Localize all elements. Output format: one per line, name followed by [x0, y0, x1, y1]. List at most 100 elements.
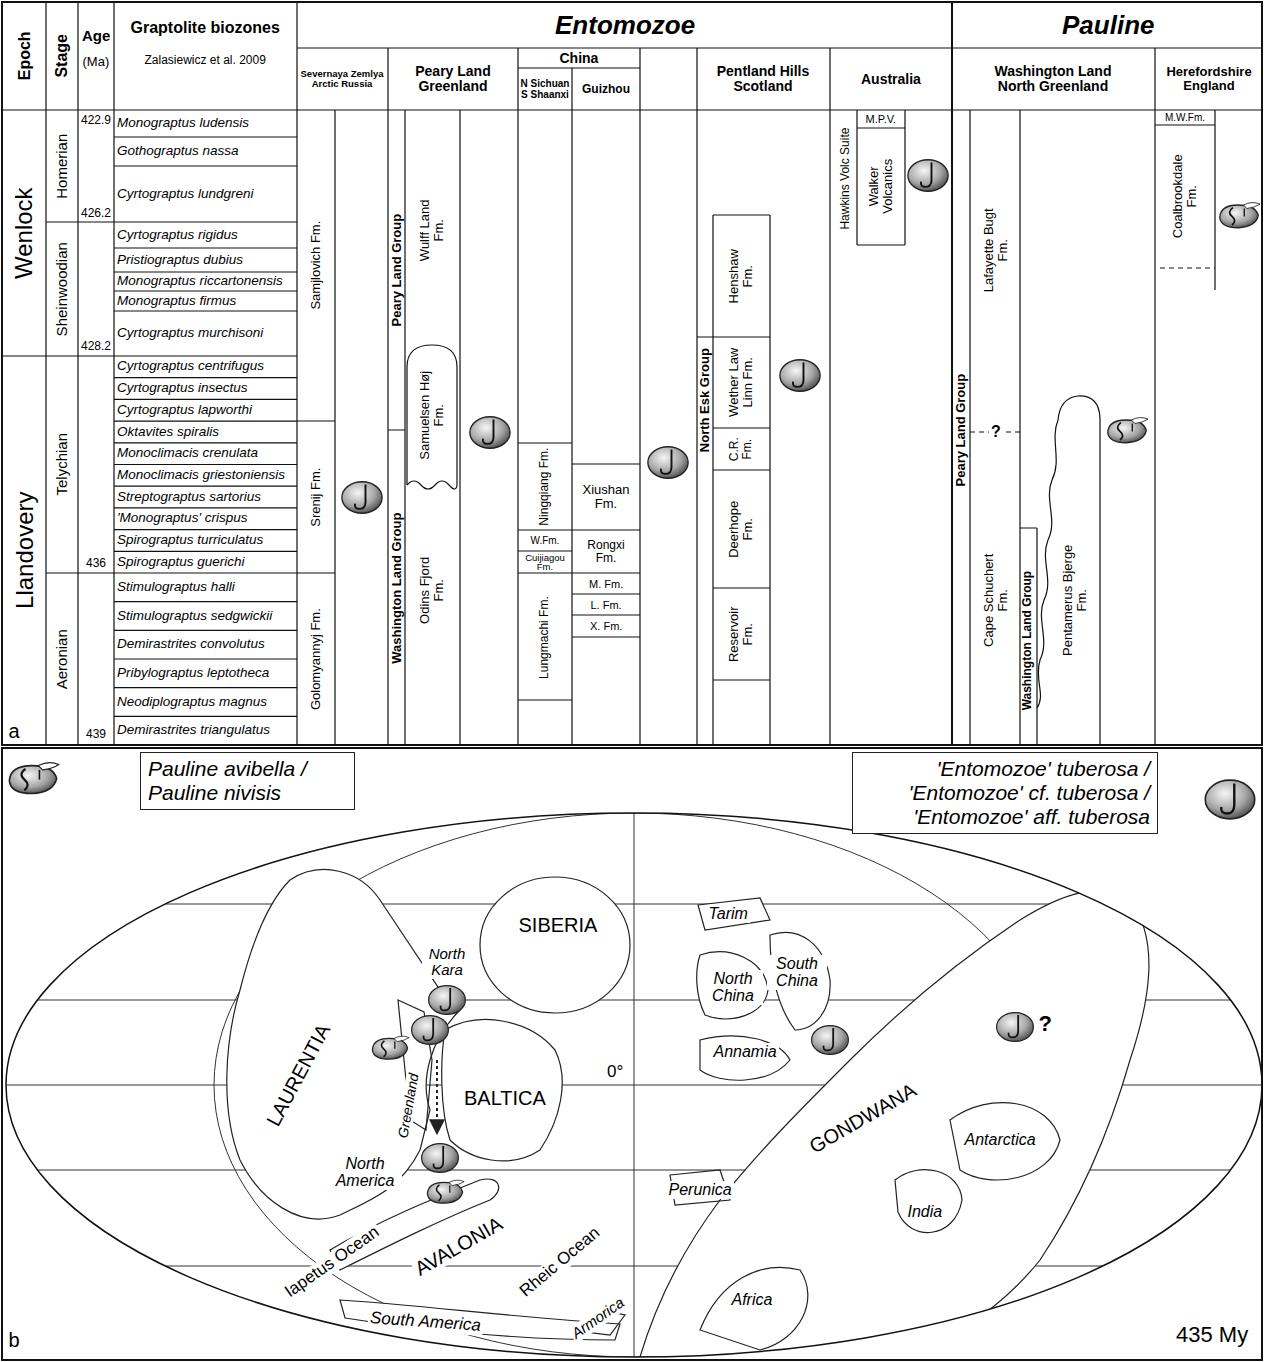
group-name: Washington Land Group [390, 513, 404, 664]
biozone-name: Spirograptus guerichi [117, 555, 245, 570]
formation-name: C.R. Fm. [728, 431, 754, 467]
biozone-name: Pristiograptus dubius [117, 253, 243, 268]
map-label: Greenland [395, 1070, 422, 1141]
column-header: Age [82, 28, 110, 45]
map-label: India [906, 1203, 945, 1221]
species-icons [342, 160, 1260, 514]
formation-name: L. Fm. [591, 599, 622, 611]
map-label: North America [328, 1155, 402, 1190]
biozone-name: Stimulograptus halli [117, 580, 235, 595]
map-label: Tarim [707, 905, 750, 923]
formation-name: Walker Volcanics [867, 148, 896, 223]
map-label: Antarctica [963, 1131, 1038, 1149]
biozone-name: Monograptus firmus [117, 294, 236, 309]
formation-name: Cuijiagou Fm. [519, 553, 571, 572]
biozone-name: Neodiplograptus magnus [117, 695, 267, 710]
locality-name: Peary Land Greenland [393, 64, 513, 95]
biozone-name: 'Monograptus' crispus [117, 511, 247, 526]
age-value: 436 [86, 557, 106, 570]
stage-label: Homerian [54, 133, 71, 198]
map-label: GONDWANA [803, 1078, 921, 1159]
age-value: 439 [86, 728, 106, 741]
region-title: Pauline [1062, 11, 1154, 40]
formation-name: M.P.V. [866, 113, 897, 125]
biozone-name: Monoclimacis griestoniensis [117, 468, 285, 483]
panel-letter: b [9, 1329, 20, 1351]
map-label: Africa [730, 1291, 775, 1309]
formation-name: M. Fm. [589, 578, 623, 590]
biozone-name: Monograptus riccartonensis [117, 274, 283, 289]
map-label: Annamia [712, 1043, 779, 1061]
biozone-name: Stimulograptus sedgwickii [117, 609, 272, 624]
locality-name: N Sichuan S Shaanxi [519, 78, 571, 100]
biozone-name: Cyrtograptus centrifugus [117, 359, 264, 374]
biozone-name: Gothograptus nassa [117, 144, 239, 159]
dispersal-arrow [436, 1060, 438, 1132]
formation-name: Wulff Land Fm. [418, 190, 447, 270]
map-label: Perunica [667, 1181, 734, 1199]
formation-name: M.W.Fm. [1165, 112, 1205, 123]
query-mark: ? [989, 423, 1003, 441]
biozone-name: Cyrtograptus lapworthi [117, 403, 252, 418]
biozone-name: Cyrtograptus rigidus [117, 228, 238, 243]
formation-name: Deerhope Fm. [727, 493, 756, 565]
biozone-name: Demirastrites convolutus [117, 637, 265, 652]
map-label: Rheic Ocean [515, 1222, 605, 1302]
globe-outline [6, 813, 1262, 1357]
biozone-name: Pribylograptus leptotheca [117, 666, 269, 681]
group-name: Peary Land Group [954, 374, 968, 487]
legend-text: 'Entomozoe' tuberosa / 'Entomozoe' cf. t… [909, 757, 1150, 828]
locality-name: Severnaya Zemlya Arctic Russia [298, 69, 387, 90]
age-value: 428.2 [81, 340, 111, 353]
formation-name: Coalbrookdale Fm. [1171, 146, 1200, 246]
panel-letter: a [9, 720, 20, 742]
biozone-name: Cyrtograptus murchisoni [117, 326, 263, 341]
stage-label: Sheinwoodian [54, 242, 71, 336]
biozone-name: Cyrtograptus lundgreni [117, 187, 254, 202]
formation-name: X. Fm. [590, 620, 622, 632]
map-label: SIBERIA [517, 914, 600, 936]
locality-name: Washington Land North Greenland [978, 64, 1128, 95]
age-value: 422.9 [81, 114, 111, 127]
biozone-name: Monoclimacis crenulata [117, 446, 258, 461]
map-label: BALTICA [462, 1087, 548, 1109]
formation-name: Reservoir Fm. [727, 596, 756, 671]
panel-letter: 435 My [1176, 1323, 1248, 1347]
legend-box: Pauline avibella / Pauline nivisis [140, 752, 355, 810]
formation-name: Rongxi Fm. [581, 539, 631, 565]
formation-name: Cape Schuchert Fm. [982, 547, 1011, 652]
formation-name: W.Fm. [531, 535, 560, 546]
table-grid [2, 2, 1262, 745]
stage-label: Telychian [54, 432, 71, 495]
map-label: North Kara [422, 946, 472, 979]
age-value: 426.2 [81, 207, 111, 220]
formation-name: Wether Law Linn Fm. [727, 339, 756, 424]
map-label: AVALONIA [409, 1211, 508, 1281]
query-mark: ? [1039, 1012, 1052, 1036]
map-label: North China [703, 970, 763, 1005]
map-frame [2, 748, 1262, 1360]
formation-name: Odins Fjord Fm. [418, 547, 447, 632]
locality-name: Guizhou [582, 83, 630, 96]
formation-name: Lungmachi Fm. [538, 582, 551, 692]
locality-name: China [560, 51, 599, 66]
locality-name: Pentland Hills Scotland [701, 64, 826, 95]
column-header: Graptolite biozones [131, 19, 280, 37]
map-label: LAURENTIA [261, 1019, 335, 1132]
map-label: 0° [605, 1063, 625, 1082]
epoch-label: Llandovery [11, 491, 37, 608]
group-name: North Esk Group [698, 348, 712, 452]
biozone-name: Spirograptus turriculatus [117, 533, 263, 548]
group-name: Washington Land Group [1021, 570, 1034, 710]
group-name: Hawkins Volc Suite [839, 127, 852, 229]
column-header: Epoch [15, 31, 33, 80]
formation-name: Samjlovich Fm. [309, 221, 323, 310]
formation-name: Srenij Fm. [309, 468, 323, 527]
region-title: Entomozoe [555, 11, 695, 40]
legend-text: Pauline avibella / Pauline nivisis [148, 757, 307, 804]
biozone-name: Monograptus ludensis [117, 116, 249, 131]
biozone-name: Oktavites spiralis [117, 425, 219, 440]
map-label: Armorica [567, 1293, 629, 1343]
graticule [0, 800, 1264, 1362]
